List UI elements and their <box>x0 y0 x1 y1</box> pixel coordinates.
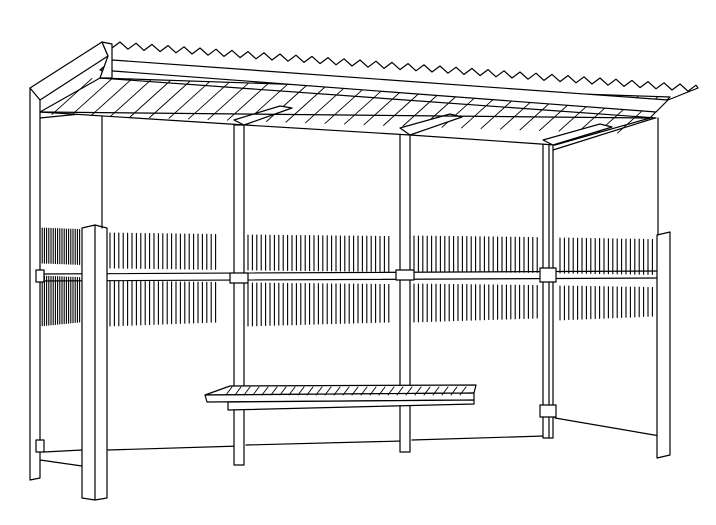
rafter-1 <box>234 106 292 125</box>
bench-slat <box>370 387 376 395</box>
roof-rib <box>189 83 229 119</box>
roof-rib <box>345 88 385 124</box>
bench-slat <box>379 387 385 395</box>
roof-rib <box>169 82 209 118</box>
back-glass-bottom-3 <box>412 436 544 440</box>
bench-slat <box>433 387 439 395</box>
left-side-wall <box>30 85 100 480</box>
bench-slat <box>325 387 331 395</box>
back-wall <box>38 228 660 452</box>
left-side-glass-line <box>40 460 82 466</box>
bench-slat <box>334 387 340 395</box>
bench-slats <box>226 387 466 395</box>
right-corner-post <box>657 232 670 458</box>
clamp-post-1 <box>230 273 248 283</box>
bench-slat <box>460 387 466 395</box>
roof-rib <box>150 82 190 118</box>
roof-rib <box>130 81 170 117</box>
bench-slat <box>244 387 250 395</box>
right-glass-edge <box>553 118 655 150</box>
clamp-post-3-bottom <box>540 405 556 417</box>
back-glass-bottom-2 <box>246 441 402 445</box>
bench-underside <box>228 400 474 410</box>
bench-slat <box>406 387 412 395</box>
back-rail-lower <box>38 278 660 281</box>
bench-slat <box>442 387 448 395</box>
bench-slat <box>289 387 295 395</box>
roof-rib <box>91 80 131 116</box>
back-glass-bottom <box>108 446 240 450</box>
back-glass-bottom-left <box>44 450 82 452</box>
roof-back-edge <box>40 112 650 118</box>
roof-left-fascia-side <box>100 42 112 78</box>
roof-front-beam-line <box>100 78 656 118</box>
bench-slat <box>343 387 349 395</box>
roof-rib <box>111 80 151 116</box>
bench-slat <box>415 387 421 395</box>
roof-rib <box>267 85 307 121</box>
bench-slat <box>307 387 313 395</box>
roof-rib <box>364 89 404 125</box>
bench <box>205 385 476 410</box>
bench-slat <box>451 387 457 395</box>
roof-top-edge <box>112 42 698 100</box>
bench-slat <box>262 387 268 395</box>
bench-slat <box>424 387 430 395</box>
clamp-post-3 <box>540 268 556 282</box>
bench-slat <box>298 387 304 395</box>
roof-rib <box>325 87 365 123</box>
right-end-panel <box>553 118 670 458</box>
roof <box>30 42 698 145</box>
left-clamp-bottom <box>36 440 44 452</box>
roof-rib <box>286 86 326 122</box>
bench-slat <box>397 387 403 395</box>
rafter-2 <box>400 114 462 135</box>
roof-rib <box>306 87 346 123</box>
back-slats <box>40 228 652 326</box>
roof-rib <box>52 78 92 114</box>
roof-rib <box>72 79 112 115</box>
bench-slat <box>226 387 232 395</box>
front-left-post <box>82 70 107 500</box>
bench-slat <box>280 387 286 395</box>
left-clamp <box>36 270 44 282</box>
bench-slat <box>271 387 277 395</box>
back-post-1 <box>234 125 244 465</box>
bench-slat <box>316 387 322 395</box>
bench-slat <box>361 387 367 395</box>
back-glass-bottom-4 <box>555 418 660 436</box>
back-post-3 <box>543 143 553 438</box>
bench-slat <box>235 387 241 395</box>
bench-slat <box>388 387 394 395</box>
clamp-post-2 <box>396 270 414 280</box>
bench-slat <box>253 387 259 395</box>
bench-slat <box>352 387 358 395</box>
roof-rib <box>384 89 424 125</box>
rafter-3 <box>543 124 612 145</box>
back-posts <box>230 125 556 465</box>
